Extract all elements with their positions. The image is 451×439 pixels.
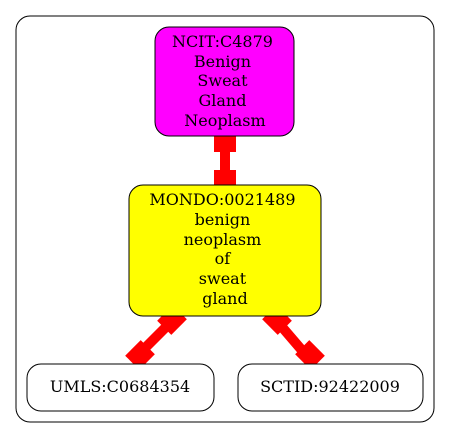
node-mondo-line-2: neoplasm — [184, 230, 262, 249]
node-sctid[interactable]: SCTID:92422009 — [237, 363, 424, 412]
node-ncit-line-2: Sweat — [197, 71, 248, 90]
node-mondo-line-3: of — [215, 249, 232, 268]
node-ncit-line-4: Neoplasm — [184, 111, 265, 130]
node-ncit-line-3: Gland — [198, 91, 246, 110]
node-umls-line-0: UMLS:C0684354 — [50, 377, 190, 396]
node-mondo-line-0: MONDO:0021489 — [149, 190, 295, 209]
node-mondo-line-4: sweat — [199, 269, 247, 288]
node-mondo-line-1: benign — [195, 210, 251, 229]
node-ncit-line-1: Benign — [194, 52, 251, 71]
node-mondo[interactable]: MONDO:0021489 benign neoplasm of sweat g… — [128, 184, 322, 317]
node-ncit[interactable]: NCIT:C4879 Benign Sweat Gland Neoplasm — [154, 26, 295, 137]
node-sctid-line-0: SCTID:92422009 — [260, 377, 400, 396]
node-umls[interactable]: UMLS:C0684354 — [26, 363, 215, 412]
node-ncit-line-0: NCIT:C4879 — [172, 32, 273, 51]
svg-text:NCIT:C4879 Benign: NCIT:C4879 Benign Sweat Gland Neoplasm — [172, 32, 278, 130]
svg-text:MONDO:0021489 benign: MONDO:0021489 benign neoplasm of sweat g… — [149, 190, 300, 308]
node-mondo-line-5: gland — [202, 289, 247, 308]
